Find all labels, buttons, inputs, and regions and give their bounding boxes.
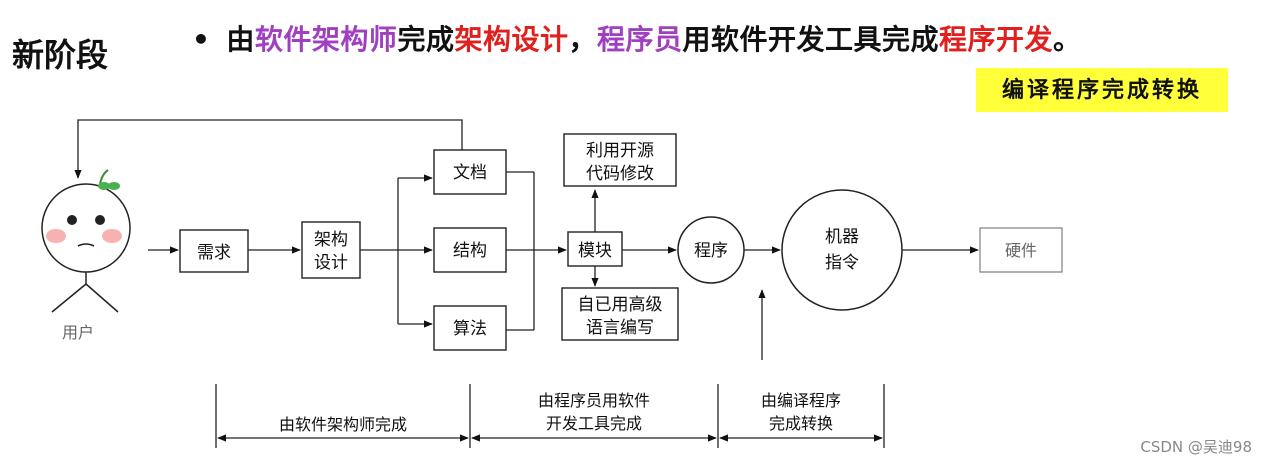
architecture-label-2: 设计 [314, 253, 348, 273]
program-label: 程序 [694, 241, 728, 261]
open-source-label-1: 利用开源 [586, 141, 654, 161]
bullet-segment: 程序员 [596, 23, 683, 56]
phase-compiler-label-1: 由编译程序 [761, 391, 841, 410]
bullet-segment: 架构设计 [454, 23, 569, 56]
architecture-label-1: 架构 [314, 230, 348, 250]
module-label: 模块 [578, 241, 612, 261]
requirement-label: 需求 [197, 243, 231, 263]
phase-programmer-label-2: 开发工具完成 [546, 414, 642, 433]
bullet-segment: 。 [1053, 23, 1082, 56]
phase-architect-label: 由软件架构师完成 [279, 415, 407, 434]
bullet-segment: 软件架构师 [254, 23, 398, 56]
bullet-text: 由软件架构师完成架构设计，程序员用软件开发工具完成程序开发。 [226, 23, 1081, 56]
algorithm-box [433, 305, 507, 351]
machine-instruction-node [781, 189, 903, 311]
self-write-label-1: 自已用高级 [578, 295, 663, 315]
algorithm-label: 算法 [453, 319, 487, 339]
hardware-box [979, 227, 1063, 273]
machine-label-2: 指令 [825, 253, 859, 273]
user-label: 用户 [62, 323, 94, 342]
architecture-box [301, 221, 361, 279]
self-write-box [561, 287, 679, 341]
user-figure [41, 169, 131, 313]
phase-compiler-label-2: 完成转换 [769, 414, 833, 433]
user-head-icon [41, 183, 131, 273]
watermark: CSDN @吴迪98 [1140, 438, 1252, 456]
phase-programmer-label-1: 由程序员用软件 [538, 391, 650, 410]
self-write-label-2: 语言编写 [586, 318, 654, 338]
document-box [433, 149, 507, 195]
feedback-line [74, 119, 463, 179]
bullet-segment: ， [568, 23, 597, 56]
bullet-segment: 程序开发 [939, 23, 1054, 56]
structure-box [433, 227, 507, 273]
header-bullet-line: • 由软件架构师完成架构设计，程序员用软件开发工具完成程序开发。 [192, 18, 1082, 58]
structure-label: 结构 [453, 241, 487, 261]
machine-label-1: 机器 [825, 227, 859, 247]
bullet-segment: 完成 [397, 23, 455, 56]
document-label: 文档 [453, 163, 487, 183]
requirement-box [179, 229, 249, 273]
bullet-segment: 用软件开发工具完成 [682, 23, 940, 56]
highlight-note: 编译程序完成转换 [976, 68, 1228, 112]
bullet-segment: 由 [226, 23, 255, 56]
bullet-dot: • [192, 23, 211, 56]
highlight-note-text: 编译程序完成转换 [1001, 77, 1202, 103]
open-source-box [563, 133, 677, 187]
stage-title: 新阶段 [12, 36, 109, 74]
hardware-label: 硬件 [1005, 241, 1037, 260]
open-source-label-2: 代码修改 [586, 164, 654, 184]
